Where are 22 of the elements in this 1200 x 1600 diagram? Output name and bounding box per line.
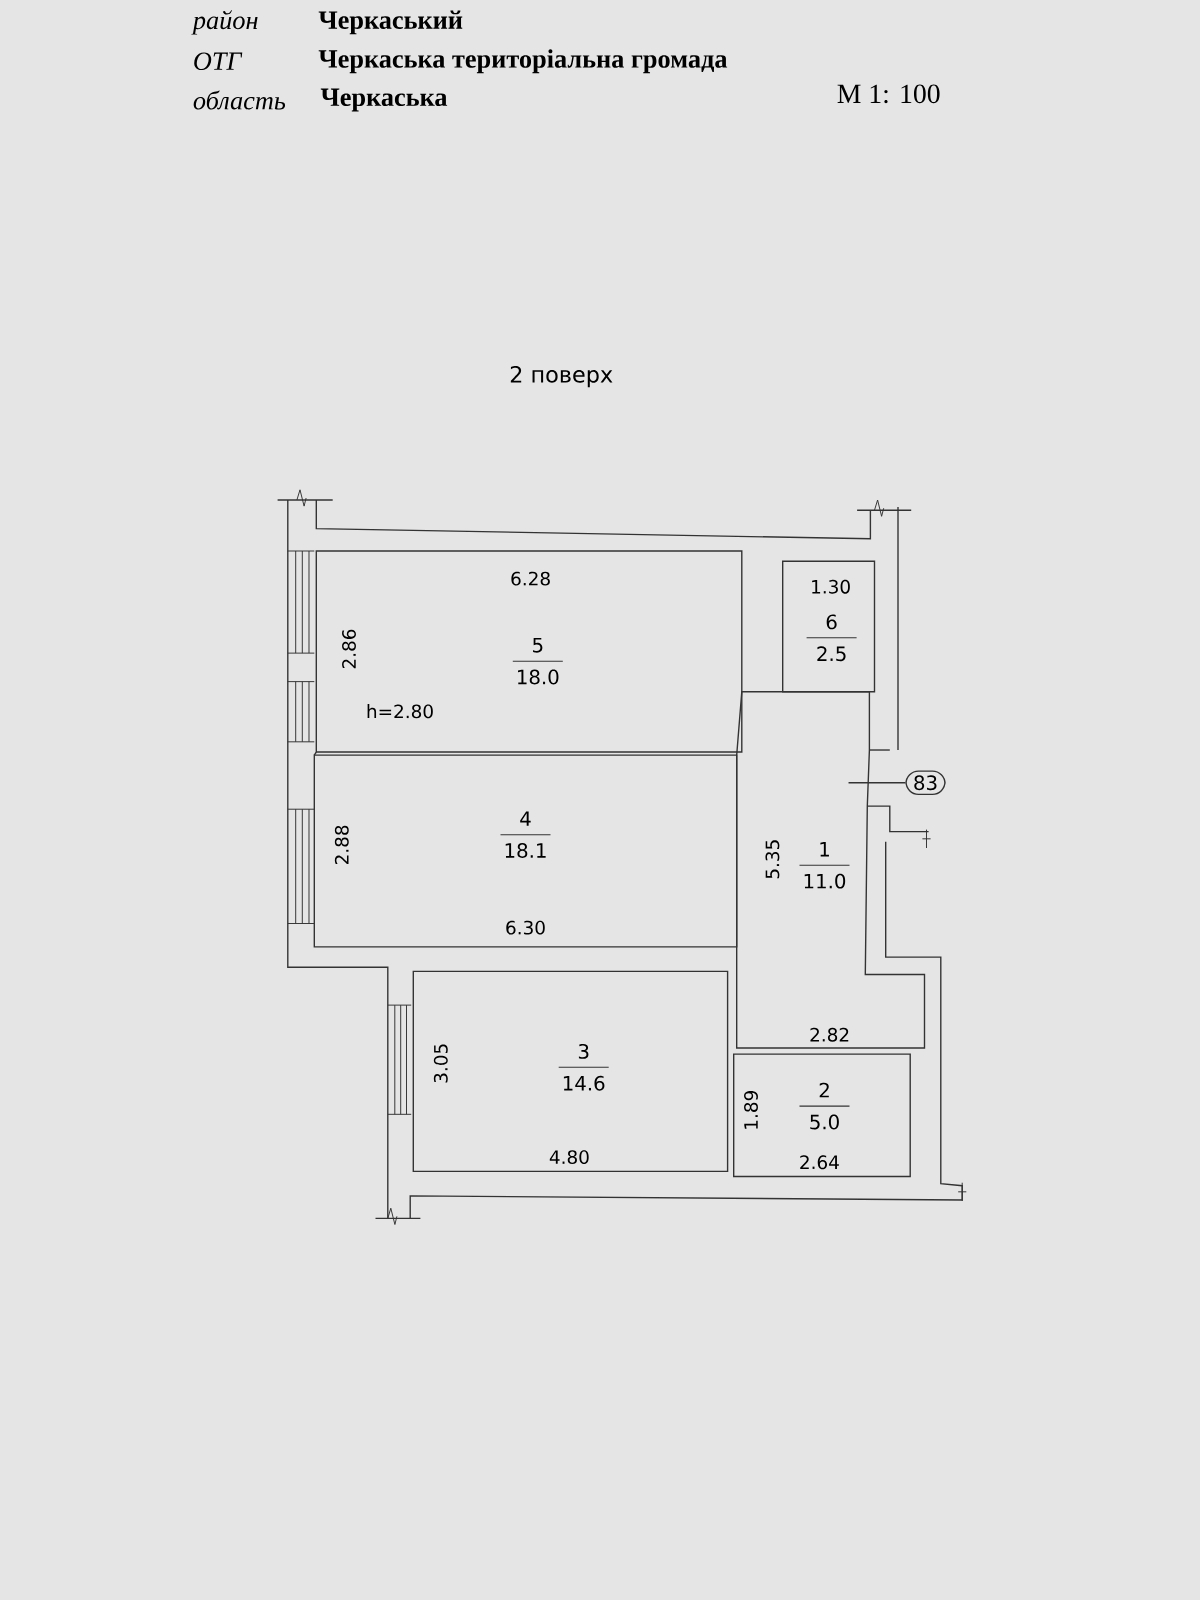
header-text: Черкаська територіальна громада	[318, 49, 728, 74]
dimension-label: 2.88	[334, 825, 349, 865]
dimension-label: 1.89	[744, 1091, 758, 1129]
callout-number: 83	[905, 770, 946, 796]
leader-line	[847, 782, 907, 784]
dimension-label: 2.64	[800, 1155, 839, 1170]
dimension-label: 2.86	[342, 629, 356, 669]
dimension-label: 5.35	[765, 840, 780, 879]
scale-label: М 1: 100	[837, 84, 940, 104]
dimension-label: 6.30	[506, 920, 545, 935]
header-text: область	[193, 90, 286, 110]
header-text: Черкаська	[320, 88, 448, 112]
floor-title: 2 поверх	[510, 365, 613, 388]
dimension-label: 2.82	[810, 1027, 849, 1042]
dimension-label: 3.05	[433, 1044, 448, 1083]
dimension-label: 4.80	[549, 1150, 589, 1165]
dimension-label: h=2.80	[367, 704, 433, 719]
header-text: ОТГ	[194, 52, 243, 71]
dimension-label: 6.28	[511, 571, 550, 586]
header-text: Черкаський	[318, 10, 463, 35]
header-text: район	[191, 10, 258, 35]
dimension-label: 1.30	[812, 579, 850, 594]
